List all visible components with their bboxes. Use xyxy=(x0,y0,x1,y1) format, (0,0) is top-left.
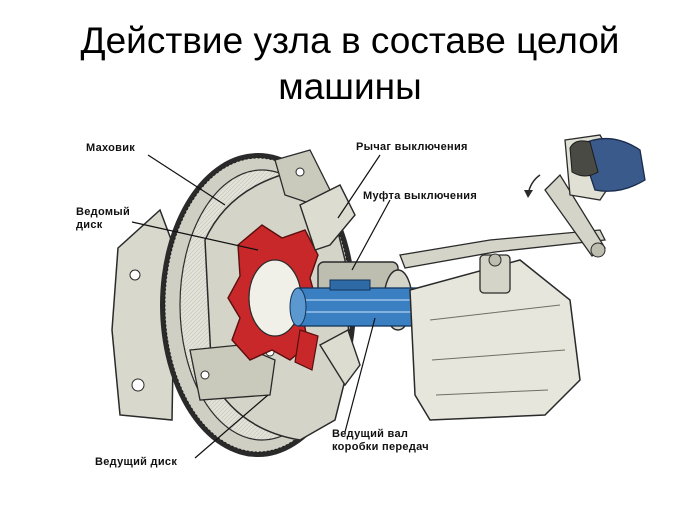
label-driven-disc: Ведомый диск xyxy=(76,206,130,232)
label-flywheel: Маховик xyxy=(86,142,136,154)
label-drive-shaft-line2: коробки передач xyxy=(332,441,429,453)
label-drive-shaft-line1: Ведущий вал xyxy=(332,428,409,440)
pedal-linkage xyxy=(399,173,606,269)
slide-title-line2: машины xyxy=(278,66,422,107)
engine-mount xyxy=(111,208,176,421)
leader-release-clutch xyxy=(351,199,391,271)
leader-lines xyxy=(131,154,391,459)
label-driven-disc-line2: диск xyxy=(76,219,103,231)
slide-title-line1: Действие узла в составе целой xyxy=(80,20,620,61)
label-release-clutch: Муфта выключения xyxy=(363,190,478,202)
label-drive-disc: Ведущий диск xyxy=(95,456,178,468)
leader-driven-disc xyxy=(131,221,259,251)
clutch-pedal xyxy=(564,134,646,201)
leader-drive-disc xyxy=(194,394,269,459)
release-lever xyxy=(299,184,361,387)
label-driven-disc-line1: Ведомый xyxy=(76,206,131,218)
leader-release-lever xyxy=(337,154,381,219)
label-release-lever: Рычаг выключения xyxy=(356,141,468,153)
label-drive-shaft: Ведущий вал коробки передач xyxy=(332,428,429,454)
leader-flywheel xyxy=(147,154,226,206)
gearbox xyxy=(409,253,581,421)
leader-drive-shaft xyxy=(344,317,376,433)
driven-disc xyxy=(227,224,319,371)
slide-title: Действие узла в составе целой машины xyxy=(0,18,700,110)
